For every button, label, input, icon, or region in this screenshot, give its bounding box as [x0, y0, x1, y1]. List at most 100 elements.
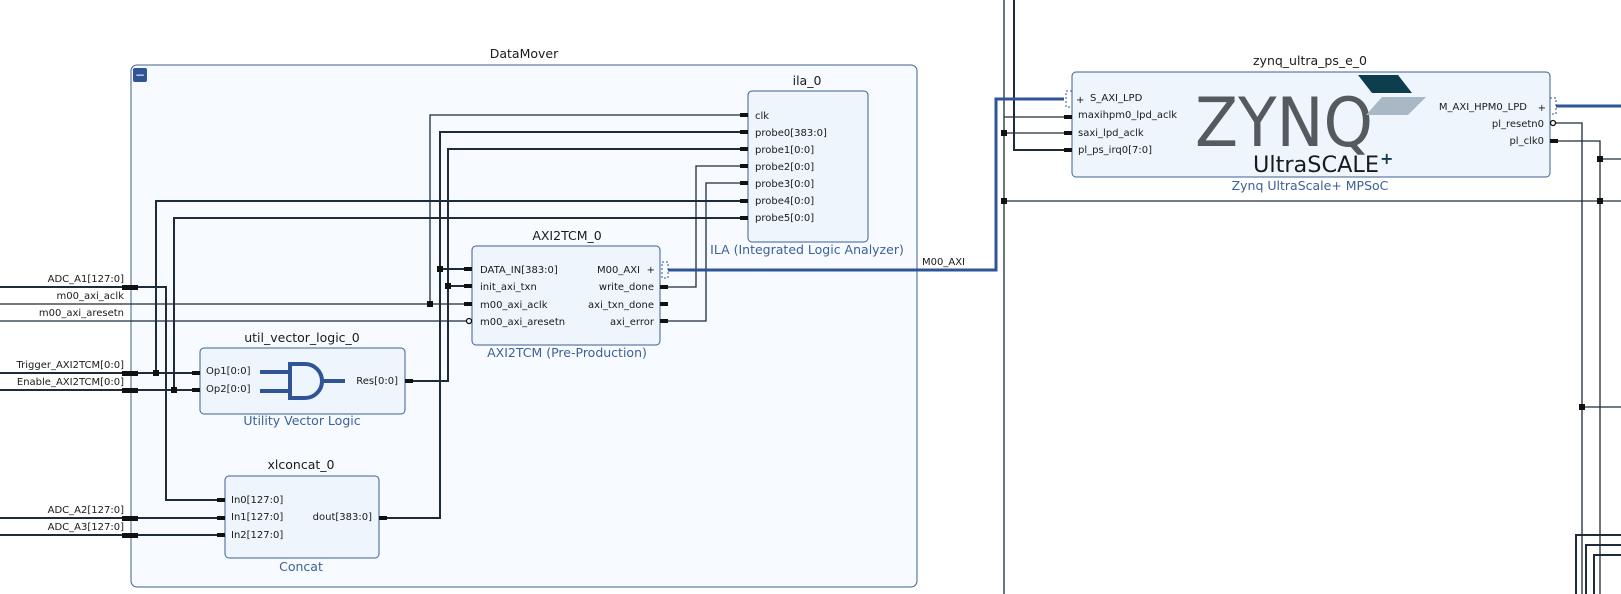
- zynq-block-box[interactable]: [1071, 71, 1551, 178]
- axi2tcm-block-box[interactable]: [471, 245, 661, 346]
- axi2tcm-input-label: DATA_IN[383:0]: [480, 265, 558, 276]
- port-adc-a3-stub: [122, 533, 138, 538]
- zynq-logo-text: ZYNQ: [1195, 84, 1373, 163]
- concat-input-label: In2[127:0]: [231, 530, 283, 541]
- pin-invert-bubble: [465, 317, 473, 325]
- pin-stub: [740, 147, 748, 151]
- wire-write-done: [660, 165, 748, 288]
- port-trigger-label[interactable]: Trigger_AXI2TCM[0:0]: [15, 360, 124, 371]
- axi2tcm-block[interactable]: AXI2TCM_0 DATA_IN[383:0] init_axi_txn m0…: [464, 228, 669, 360]
- bus-interface-connector[interactable]: [1065, 90, 1073, 108]
- junction-dot: [1597, 156, 1603, 162]
- axi2tcm-output-label: axi_txn_done: [588, 300, 654, 311]
- zynq-out-expand-icon[interactable]: +: [1538, 103, 1546, 114]
- util-input-label: Op1[0:0]: [206, 366, 251, 377]
- util-vector-logic-block[interactable]: util_vector_logic_0 Op1[0:0] Op2[0:0] Re…: [192, 330, 413, 428]
- wire-enable-probe5: [173, 217, 748, 390]
- port-enable-label[interactable]: Enable_AXI2TCM[0:0]: [17, 377, 124, 388]
- ila-port-label: clk: [755, 111, 769, 122]
- zynq-output-label: pl_resetn0: [1492, 119, 1544, 130]
- pin-stub: [464, 284, 472, 288]
- pin-stub: [192, 388, 200, 392]
- axi2tcm-output-label: axi_error: [610, 317, 655, 328]
- bus-interface-connector[interactable]: [1549, 97, 1557, 115]
- wire-pl-ps-irq0: [1013, 0, 1072, 151]
- pin-stub: [1064, 115, 1072, 119]
- wire-junctions: [153, 130, 1603, 410]
- port-m00-axi-aclk-label[interactable]: m00_axi_aclk: [57, 291, 125, 302]
- junction-dot: [1001, 130, 1007, 136]
- zynq-input-label: maxihpm0_lpd_aclk: [1078, 110, 1177, 121]
- ila-block[interactable]: ila_0 clk probe0[383:0] probe1[0:0] prob…: [710, 73, 904, 257]
- concat-subtitle: Concat: [279, 559, 323, 574]
- pin-stub: [660, 302, 668, 306]
- wire-trigger-probe4: [155, 200, 748, 373]
- port-adc-a2-label[interactable]: ADC_A2[127:0]: [48, 505, 124, 516]
- concat-block[interactable]: xlconcat_0 In0[127:0] In1[127:0] In2[127…: [217, 457, 387, 574]
- ila-port-label: probe4[0:0]: [755, 196, 814, 207]
- junction-dot: [153, 370, 159, 376]
- junction-dot: [1579, 404, 1585, 410]
- axi2tcm-output-label: M00_AXI: [597, 265, 640, 276]
- ila-port-label: probe1[0:0]: [755, 145, 814, 156]
- port-adc-a1-stub: [122, 285, 138, 290]
- wire-pl-clk0: [1553, 140, 1601, 594]
- ultrascale-plus-mark: +: [1380, 149, 1393, 168]
- collapse-icon[interactable]: [133, 68, 147, 82]
- pin-stub: [192, 371, 200, 375]
- junction-dot: [445, 283, 451, 289]
- zynq-subtitle: Zynq UltraScale+ MPSoC: [1232, 178, 1389, 193]
- ila-port-label: probe3[0:0]: [755, 179, 814, 190]
- port-adc-a3-label[interactable]: ADC_A3[127:0]: [48, 522, 124, 533]
- datamover-group-title: DataMover: [490, 46, 559, 61]
- pin-stub: [217, 516, 225, 520]
- concat-instance-name: xlconcat_0: [268, 457, 335, 472]
- axi2tcm-output-label: write_done: [599, 282, 654, 293]
- wire-res-probe1: [447, 148, 748, 286]
- axi2tcm-pin-stubs: [464, 261, 669, 325]
- zynq-expand-icon[interactable]: +: [1076, 95, 1084, 106]
- zynq-block[interactable]: zynq_ultra_ps_e_0 + S_AXI_LPD maxihpm0_l…: [1064, 53, 1558, 193]
- pin-stub: [217, 533, 225, 537]
- logo-dark-shape: [1358, 75, 1412, 93]
- pin-stub: [1064, 131, 1072, 135]
- wire-axi-error: [660, 182, 748, 322]
- util-input-label: Op2[0:0]: [206, 384, 251, 395]
- axi2tcm-instance-name: AXI2TCM_0: [532, 228, 601, 243]
- bus-m00-axi[interactable]: [668, 97, 1064, 272]
- zynq-output-label: pl_clk0: [1509, 136, 1544, 147]
- bus-interface-connector[interactable]: [661, 261, 669, 279]
- pin-stub: [1550, 139, 1558, 143]
- axi2tcm-input-label: init_axi_txn: [480, 282, 537, 293]
- port-m00-axi-aresetn-label[interactable]: m00_axi_aresetn: [39, 308, 124, 319]
- zynq-input-label: S_AXI_LPD: [1090, 93, 1143, 104]
- junction-dot: [437, 266, 443, 272]
- pin-stub: [740, 113, 748, 117]
- port-trigger-stub: [122, 371, 138, 376]
- zynq-output-label: M_AXI_HPM0_LPD: [1439, 102, 1527, 113]
- ila-instance-name: ila_0: [793, 73, 822, 88]
- axi2tcm-input-label: m00_axi_aclk: [480, 300, 548, 311]
- ultrascale-logo-text: UltraSCALE: [1253, 153, 1379, 178]
- wire-dout: [381, 131, 748, 519]
- pin-stub: [217, 498, 225, 502]
- ila-port-label: probe5[0:0]: [755, 213, 814, 224]
- util-subtitle: Utility Vector Logic: [243, 413, 360, 428]
- ila-ports: clk probe0[383:0] probe1[0:0] probe2[0:0…: [755, 111, 827, 224]
- port-enable-stub: [122, 388, 138, 393]
- pin-stub: [740, 181, 748, 185]
- ila-pin-stubs: [740, 113, 748, 220]
- port-adc-a1-label[interactable]: ADC_A1[127:0]: [48, 274, 124, 285]
- port-adc-a2-stub: [122, 516, 138, 521]
- axi2tcm-expand-icon[interactable]: +: [647, 265, 655, 276]
- ila-port-label: probe0[383:0]: [755, 128, 827, 139]
- pin-stub: [660, 285, 668, 289]
- pin-stub: [405, 379, 413, 383]
- external-ports: ADC_A1[127:0] m00_axi_aclk m00_axi_arese…: [15, 274, 138, 538]
- pin-stub: [1064, 148, 1072, 152]
- wire-clk: [429, 114, 748, 305]
- wire-bundle-3: [1593, 554, 1621, 594]
- pin-stub: [464, 267, 472, 271]
